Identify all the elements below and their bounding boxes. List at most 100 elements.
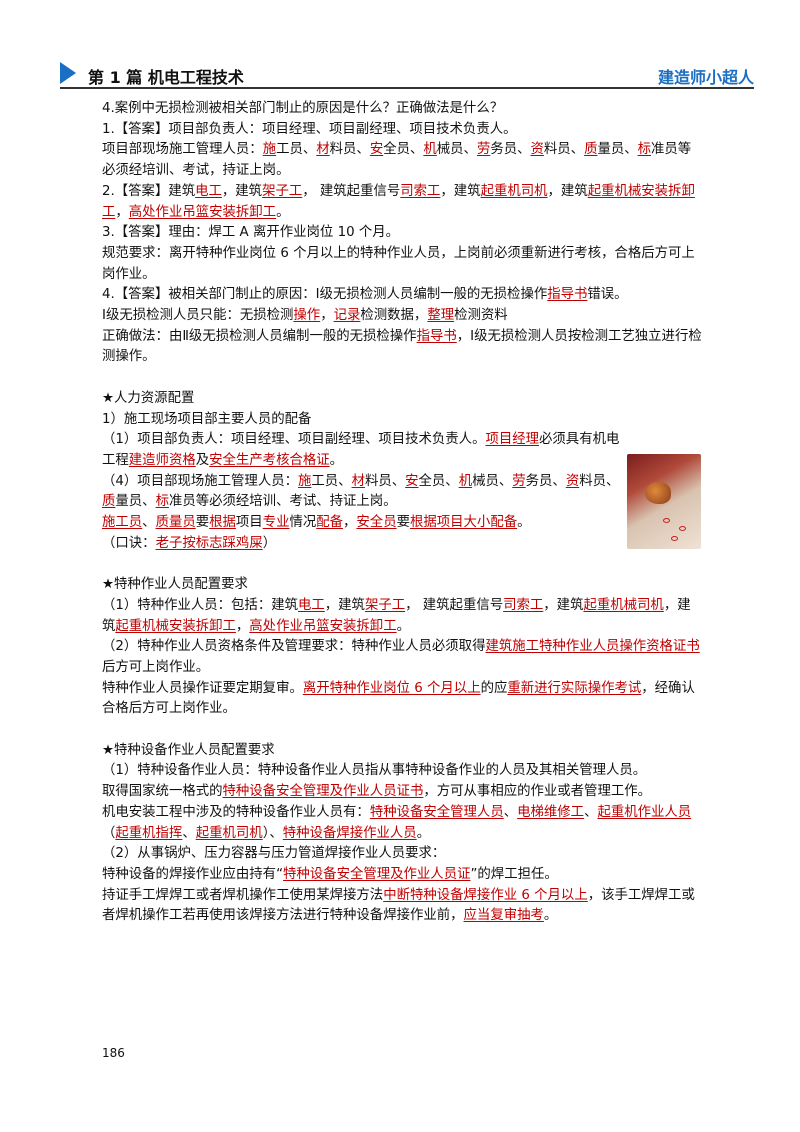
key-term: 起重机械司机 bbox=[583, 597, 664, 613]
blank-line bbox=[102, 720, 702, 741]
paragraph: （1）特种作业人员：包括：建筑电工，建筑架子工， 建筑起重信号司索工，建筑起重机… bbox=[102, 596, 702, 637]
key-term: 特种设备安全管理人员 bbox=[369, 804, 504, 820]
text-run: 量员、 bbox=[115, 494, 156, 510]
text-run: 。 bbox=[396, 618, 410, 634]
key-term: 架子工 bbox=[262, 183, 303, 199]
text-run: 4.案例中无损检测被相关部门制止的原因是什么？正确做法是什么？ bbox=[102, 101, 504, 116]
text-run: 料员、 bbox=[579, 473, 620, 489]
key-term: 安全员 bbox=[356, 515, 397, 531]
key-term: 指导书 bbox=[547, 287, 588, 303]
text-run: 项目 bbox=[235, 515, 263, 531]
text-run: ，建筑 bbox=[221, 183, 263, 199]
key-term: 特种设备安全管理及作业人员证书 bbox=[222, 784, 424, 800]
key-term: 整理 bbox=[427, 308, 455, 324]
text-run: ，建筑 bbox=[102, 597, 691, 634]
text-run: ★人力资源配置 bbox=[102, 390, 195, 406]
text-run: 全员、 bbox=[418, 473, 459, 489]
text-run: ，Ⅰ级无损检测人员按检测工艺独立进行检测操作。 bbox=[102, 328, 702, 365]
key-term: 根据项目大小配备 bbox=[409, 515, 518, 531]
text-run: 料员、 bbox=[329, 142, 370, 158]
text-run: 要 bbox=[396, 515, 410, 531]
key-term: 质 bbox=[584, 142, 598, 158]
paragraph: ★特种作业人员配置要求 bbox=[102, 575, 702, 596]
key-term: 起重机作业人员 bbox=[597, 804, 692, 820]
paragraph: 1.【答案】项目部负责人：项目经理、项目副经理、项目技术负责人。 bbox=[102, 120, 702, 141]
paragraph: Ⅰ级无损检测人员只能：无损检测操作，记录检测数据，整理检测资料 bbox=[102, 306, 702, 327]
text-run: ） bbox=[262, 535, 277, 551]
text-run: 机电安装工程中涉及的特种设备作业人员有： bbox=[102, 804, 370, 820]
text-run: 。 bbox=[329, 452, 344, 468]
page-number: 186 bbox=[102, 1046, 125, 1060]
key-term: 电工 bbox=[298, 597, 325, 613]
key-term: 机 bbox=[423, 142, 437, 158]
text-run: 、 bbox=[503, 804, 518, 820]
text-run: （2）从事锅炉、压力容器与压力管道焊接作业人员要求： bbox=[102, 846, 446, 862]
text-run: 持证手工焊焊工或者焊机操作工使用某焊接方法 bbox=[102, 887, 384, 903]
key-term: 机 bbox=[458, 473, 473, 489]
decorative-photo bbox=[627, 454, 701, 549]
key-term: 司索工 bbox=[400, 183, 441, 199]
text-run: ”的焊工担任。 bbox=[470, 866, 558, 882]
paragraph: 3.【答案】理由：焊工 A 离开作业岗位 10 个月。 bbox=[102, 223, 702, 244]
paragraph: ★人力资源配置 bbox=[102, 389, 702, 410]
key-term: 电梯维修工 bbox=[517, 804, 585, 820]
text-run: ，建筑 bbox=[547, 183, 588, 199]
text-run: ，建筑 bbox=[324, 597, 365, 613]
paragraph: 4.案例中无损检测被相关部门制止的原因是什么？正确做法是什么？ bbox=[102, 99, 702, 120]
text-run: 。 bbox=[276, 204, 290, 220]
key-term: 施工员 bbox=[102, 515, 143, 531]
paragraph: 规范要求：离开特种作业岗位 6 个月以上的特种作业人员，上岗前必须重新进行考核，… bbox=[102, 244, 702, 285]
paragraph: ★特种设备作业人员配置要求 bbox=[102, 741, 702, 762]
text-run: （4）项目部现场施工管理人员： bbox=[102, 473, 298, 489]
text-run: ， bbox=[320, 308, 334, 324]
text-run: 务员、 bbox=[525, 473, 566, 489]
text-run: ， 建筑起重信号 bbox=[405, 597, 504, 613]
key-term: 老子按标志踩鸡屎 bbox=[155, 535, 263, 551]
paragraph: （2）特种作业人员资格条件及管理要求：特种作业人员必须取得建筑施工特种作业人员操… bbox=[102, 637, 702, 678]
key-term: 安 bbox=[405, 473, 419, 489]
paragraph: 机电安装工程中涉及的特种设备作业人员有：特种设备安全管理人员、电梯维修工、起重机… bbox=[102, 803, 702, 844]
key-term: 材 bbox=[316, 142, 330, 158]
key-term: 特种设备安全管理及作业人员证 bbox=[283, 866, 471, 882]
key-term: 应当复审抽考 bbox=[463, 908, 544, 924]
text-run: 的应 bbox=[480, 680, 508, 696]
paragraph: 持证手工焊焊工或者焊机操作工使用某焊接方法中断特种设备焊接作业 6 个月以上，该… bbox=[102, 886, 702, 927]
text-run: 项目部现场施工管理人员： bbox=[102, 142, 263, 158]
text-run: 全员、 bbox=[383, 142, 424, 158]
text-run: 情况 bbox=[289, 515, 317, 531]
key-term: 起重机司机 bbox=[480, 183, 548, 199]
text-run: 1）施工现场项目部主要人员的配备 bbox=[102, 411, 312, 427]
key-term: 起重机械安装拆卸工 bbox=[102, 183, 695, 220]
text-run: 、 bbox=[142, 515, 156, 531]
chicken-image bbox=[645, 482, 671, 504]
text-run: ★特种作业人员配置要求 bbox=[102, 577, 248, 593]
text-run: ， bbox=[115, 204, 129, 220]
paragraph: 施工员、质量员要根据项目专业情况配备，安全员要根据项目大小配备。 bbox=[102, 513, 622, 534]
text-run: 械员、 bbox=[436, 142, 477, 158]
text-run: 正确做法：由Ⅱ级无损检测人员编制一般的无损检操作 bbox=[102, 328, 417, 344]
text-run: 。 bbox=[416, 825, 431, 841]
text-run: 特种设备的焊接作业应由持有“ bbox=[102, 866, 284, 882]
text-run: 料员、 bbox=[364, 473, 406, 489]
text-run: ，方可从事相应的作业或者管理工作。 bbox=[423, 784, 652, 800]
text-run: 务员、 bbox=[490, 142, 531, 158]
text-run: 。 bbox=[517, 515, 531, 531]
text-run: 准员等必须经培训、考试、持证上岗。 bbox=[168, 494, 397, 510]
key-term: 司索工 bbox=[503, 597, 544, 613]
key-term: 根据 bbox=[209, 515, 236, 531]
paragraph: 特种设备的焊接作业应由持有“特种设备安全管理及作业人员证”的焊工担任。 bbox=[102, 865, 702, 886]
key-term: 质量员 bbox=[155, 515, 196, 531]
text-run: 量员、 bbox=[597, 142, 638, 158]
text-run: 械员、 bbox=[472, 473, 513, 489]
paragraph: 取得国家统一格式的特种设备安全管理及作业人员证书，方可从事相应的作业或者管理工作… bbox=[102, 782, 702, 803]
text-run: 准员等必须经培训、考试，持证上岗。 bbox=[102, 142, 692, 179]
text-run: 工员、 bbox=[276, 142, 317, 158]
text-run: （1）项目部负责人：项目经理、项目副经理、项目技术负责人。 bbox=[102, 432, 486, 448]
text-run: ，建筑 bbox=[440, 183, 481, 199]
paragraph: （2）从事锅炉、压力容器与压力管道焊接作业人员要求： bbox=[102, 844, 702, 865]
text-run: 1.【答案】项目部负责人：项目经理、项目副经理、项目技术负责人。 bbox=[102, 121, 517, 137]
paragraph: （1）特种设备作业人员：特种设备作业人员指从事特种设备作业的人员及其相关管理人员… bbox=[102, 761, 702, 782]
text-run: 取得国家统一格式的 bbox=[102, 784, 223, 800]
key-term: 记录 bbox=[333, 308, 361, 324]
key-term: 施 bbox=[262, 142, 277, 158]
